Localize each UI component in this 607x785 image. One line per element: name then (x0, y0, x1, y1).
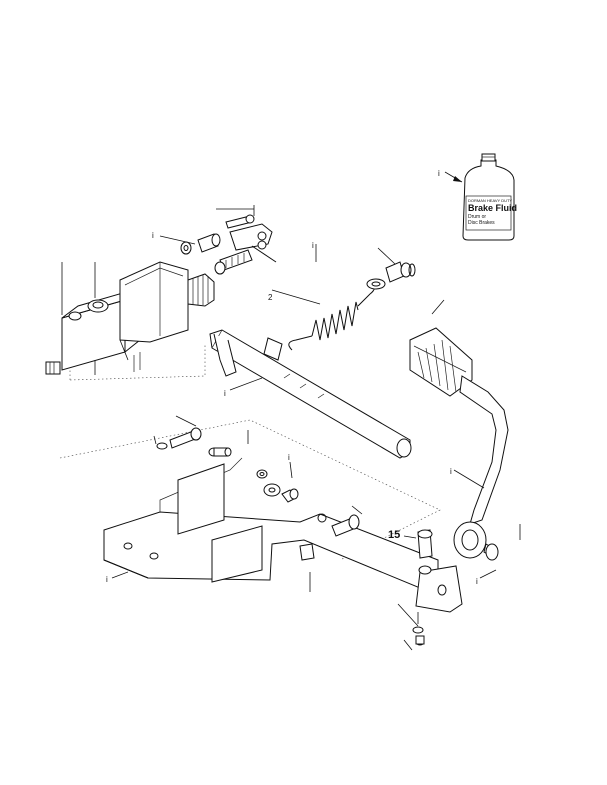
tick-washer: i (288, 453, 290, 462)
tick-pedal-clip: i (476, 577, 478, 586)
tick-pedal: i (450, 467, 452, 476)
bottle-callout-arrow: i (438, 169, 463, 183)
tick-anchor: i (312, 241, 314, 250)
tick-shaft: i (224, 389, 226, 398)
master-cylinder-leaders (61, 262, 129, 375)
spring-anchor: i (312, 241, 416, 290)
bracket-bolts: i 15 (153, 415, 433, 651)
tick-pin: i (152, 231, 154, 240)
master-cylinder (45, 261, 215, 381)
return-spring: 2 (268, 281, 376, 351)
callout-15: 15 (388, 529, 400, 541)
tick-bracket: i (106, 575, 108, 584)
bottle-title-text: Brake Fluid (468, 203, 517, 213)
bottle-line2-text: Disc Brakes (468, 220, 495, 226)
tick-spring: 2 (268, 293, 273, 302)
bottle-brand-text: DORMAN HEAVY DUTY (468, 198, 512, 203)
bottle-line1-text: Drum or (468, 214, 486, 220)
mounting-bracket: i (59, 419, 463, 613)
brake-pedal: i i (409, 299, 521, 586)
tick-bottle: i (438, 169, 440, 178)
cross-shaft: i (209, 329, 412, 459)
clevis-parts: i (152, 205, 277, 275)
brake-fluid-bottle: DORMAN HEAVY DUTY Brake Fluid Drum or Di… (462, 153, 517, 241)
